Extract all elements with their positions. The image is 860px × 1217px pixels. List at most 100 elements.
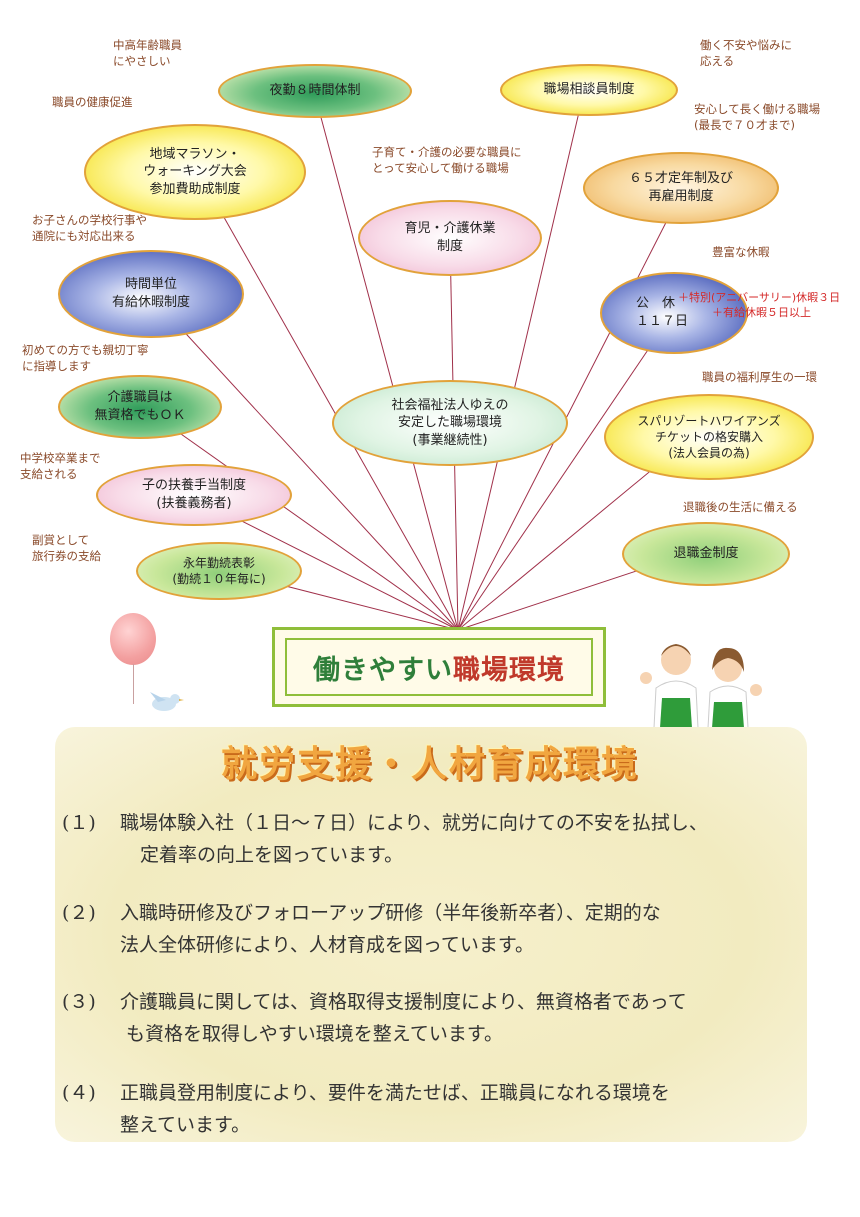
bubble-text: チケットの格安購入 [655, 429, 763, 445]
note-kosodate: 子育て・介護の必要な職員に とって安心して働ける職場 [372, 145, 522, 176]
note-kenko: 職員の健康促進 [52, 95, 133, 111]
bubble-ikuji: 育児・介護休業 制度 [358, 200, 542, 276]
bubble-kaigo-shokuin: 介護職員は 無資格でもＯＫ [58, 375, 222, 439]
bubble-text: (扶養義務者) [156, 495, 231, 513]
note-line: 応える [700, 54, 734, 68]
note-line: 職員の健康促進 [52, 95, 133, 109]
item-line: 整えています。 [120, 1114, 250, 1136]
bubble-text: 社会福祉法人ゆえの [391, 397, 508, 415]
main-title-part2: 職場環境 [453, 648, 565, 687]
note-chukounen: 中高年齢職員 にやさしい [113, 38, 182, 69]
section-title: 就労支援・人材育成環境 [0, 735, 860, 787]
note-line: 豊富な休暇 [712, 245, 770, 259]
note-hataraku-fuan: 働く不安や悩みに 応える [700, 38, 792, 69]
bubble-spa: スパリゾートハワイアンズ チケットの格安購入 (法人会員の為) [604, 394, 814, 480]
bird-illustration [146, 688, 186, 714]
bubble-text: 有給休暇制度 [112, 294, 190, 312]
bubble-soudan: 職場相談員制度 [500, 64, 678, 116]
bubble-taishoku: 退職金制度 [622, 522, 790, 586]
bubble-text: ６５才定年制及び [629, 170, 733, 188]
bubble-text: 時間単位 [125, 276, 177, 294]
bubble-text: ウォーキング大会 [143, 163, 247, 181]
bubble-text: 夜勤８時間体制 [269, 82, 360, 100]
note-fukushou: 副賞として 旅行券の支給 [32, 533, 101, 564]
bubble-text: 無資格でもＯＫ [94, 407, 185, 425]
bubble-jikan: 時間単位 有給休暇制度 [58, 250, 244, 338]
bubble-text: 介護職員は [107, 389, 172, 407]
balloon-string [133, 664, 134, 704]
balloon-illustration [110, 613, 156, 665]
bubble-text: (事業継続性) [412, 432, 487, 450]
item-number: (２) [62, 897, 96, 929]
item-text: 入職時研修及びフォローアップ研修（半年後新卒者）、定期的な 法人全体研修により、… [120, 897, 820, 961]
item-line: 法人全体研修により、人材育成を図っています。 [120, 934, 534, 956]
note-chugaku: 中学校卒業まで 支給される [20, 451, 101, 482]
item-number: (３) [62, 986, 96, 1018]
staff-illustration [632, 628, 766, 728]
item-number: (１) [62, 807, 96, 839]
note-line: に指導します [22, 359, 91, 373]
note-line: とって安心して働ける職場 [372, 161, 509, 175]
note-line: 安心して長く働ける職場 [694, 102, 820, 116]
list-item: (３) 介護職員に関しては、資格取得支援制度により、無資格者であって も資格を取… [62, 986, 822, 1050]
bubble-text: 退職金制度 [673, 545, 738, 563]
list-item: (４) 正職員登用制度により、要件を満たせば、正職員になれる環境を 整えています… [62, 1077, 822, 1141]
note-line: 中学校卒業まで [20, 451, 101, 465]
item-text: 正職員登用制度により、要件を満たせば、正職員になれる環境を 整えています。 [120, 1077, 820, 1141]
bubble-text: 子の扶養手当制度 [142, 477, 246, 495]
bubble-text: 永年勤続表彰 [183, 555, 255, 571]
extra-text: ＋特別(アニバーサリー)休暇３日 [678, 291, 840, 304]
item-line: 職場体験入社（１日～７日）により、就労に向けての不安を払拭し、 [120, 812, 708, 834]
bubble-text: 安定した職場環境 [398, 414, 502, 432]
bubble-yakin: 夜勤８時間体制 [218, 64, 412, 118]
note-line: にやさしい [113, 54, 171, 68]
item-text: 職場体験入社（１日～７日）により、就労に向けての不安を払拭し、 定着率の向上を図… [120, 807, 820, 871]
note-line: 職員の福利厚生の一環 [702, 370, 817, 384]
note-line: 働く不安や悩みに [700, 38, 792, 52]
note-line: 旅行券の支給 [32, 549, 101, 563]
note-line: 副賞として [32, 533, 89, 547]
note-line: 子育て・介護の必要な職員に [372, 145, 522, 159]
bubble-teinen: ６５才定年制及び 再雇用制度 [583, 152, 779, 224]
note-line: 退職後の生活に備える [683, 500, 798, 514]
item-line: 介護職員に関しては、資格取得支援制度により、無資格者であって [120, 991, 687, 1013]
note-okosan: お子さんの学校行事や 通院にも対応出来る [32, 213, 147, 244]
bubble-text: 公 休 [636, 295, 675, 313]
note-fukuri: 職員の福利厚生の一環 [702, 370, 817, 386]
item-line: も資格を取得しやすい環境を整えています。 [120, 1023, 503, 1045]
note-line: 初めての方でも親切丁寧 [22, 343, 149, 357]
bubble-text: 参加費助成制度 [149, 181, 240, 199]
note-houfu: 豊富な休暇 [712, 245, 770, 261]
main-title-inner: 働きやすい職場環境 [285, 638, 593, 696]
note-line: 通院にも対応出来る [32, 229, 136, 243]
note-hajimete: 初めての方でも親切丁寧 に指導します [22, 343, 149, 374]
bubble-text: (勤続１０年毎に) [172, 571, 265, 587]
bubble-text: 再雇用制度 [648, 188, 713, 206]
bubble-text: １１７日 [636, 313, 688, 331]
bubble-text: (法人会員の為) [668, 445, 749, 461]
note-anshin: 安心して長く働ける職場 (最長で７０才まで) [694, 102, 820, 133]
bubble-text: 職場相談員制度 [543, 81, 634, 99]
item-line: 入職時研修及びフォローアップ研修（半年後新卒者）、定期的な [120, 902, 661, 924]
list-item: (１) 職場体験入社（１日～７日）により、就労に向けての不安を払拭し、 定着率の… [62, 807, 822, 871]
item-text: 介護職員に関しては、資格取得支援制度により、無資格者であって も資格を取得しやす… [120, 986, 820, 1050]
item-number: (４) [62, 1077, 96, 1109]
bubble-eizoku: 永年勤続表彰 (勤続１０年毎に) [136, 542, 302, 600]
note-line: (最長で７０才まで) [694, 118, 795, 132]
list-item: (２) 入職時研修及びフォローアップ研修（半年後新卒者）、定期的な 法人全体研修… [62, 897, 822, 961]
main-title-box: 働きやすい職場環境 [272, 627, 606, 707]
note-taishokugo: 退職後の生活に備える [683, 500, 798, 516]
main-title-part1: 働きやすい [313, 648, 453, 687]
extra-text: ＋有給休暇５日以上 [712, 306, 811, 319]
bubble-marathon: 地域マラソン・ ウォーキング大会 参加費助成制度 [84, 124, 306, 220]
kyujitsu-extra-2: ＋有給休暇５日以上 [712, 306, 811, 321]
bubble-fuyou: 子の扶養手当制度 (扶養義務者) [96, 464, 292, 526]
item-line: 定着率の向上を図っています。 [120, 844, 403, 866]
kyujitsu-extra-1: ＋特別(アニバーサリー)休暇３日 [678, 291, 840, 306]
bubble-text: 地域マラソン・ [149, 146, 240, 164]
note-line: 中高年齢職員 [113, 38, 182, 52]
item-line: 正職員登用制度により、要件を満たせば、正職員になれる環境を [120, 1082, 670, 1104]
bubble-text: 育児・介護休業 [404, 220, 495, 238]
bubble-text: スパリゾートハワイアンズ [637, 413, 780, 429]
note-line: お子さんの学校行事や [32, 213, 147, 227]
